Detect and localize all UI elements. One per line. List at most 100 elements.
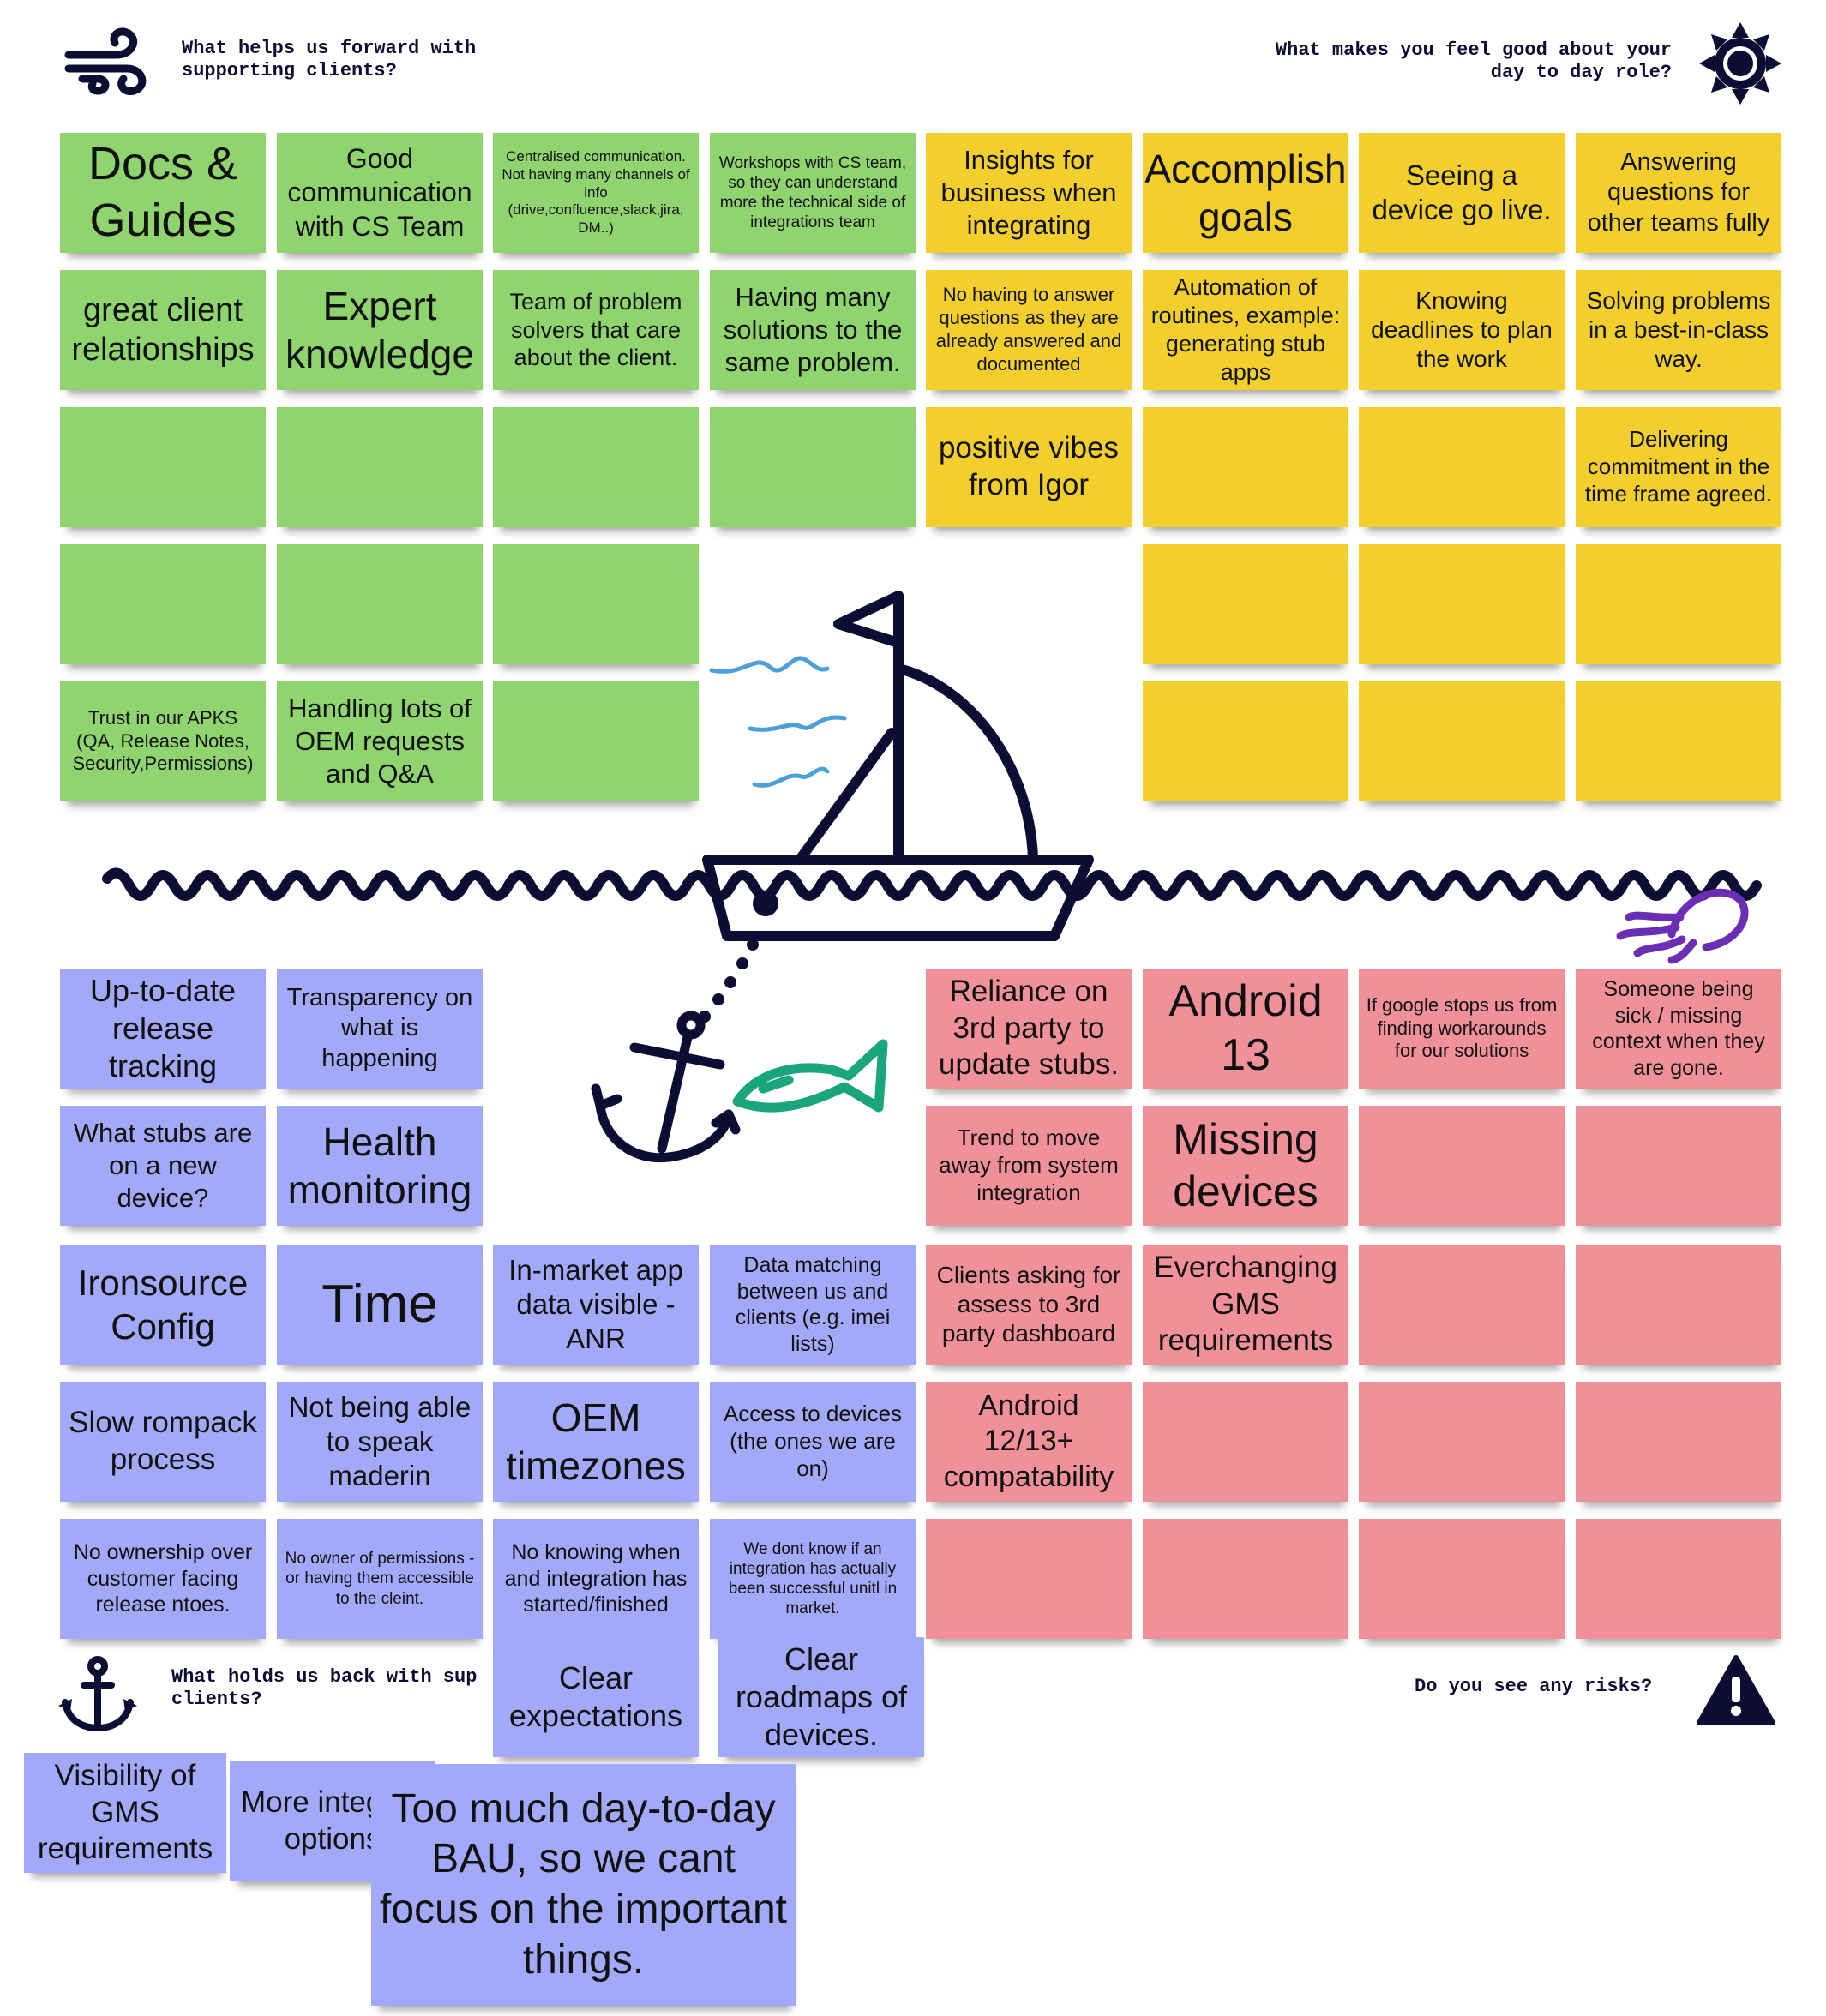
sailboat-icon [702, 591, 1094, 941]
sticky-note-blue[interactable]: Not being able to speak maderin [277, 1382, 483, 1502]
sticky-note-pink[interactable]: Clients asking for assess to 3rd party d… [926, 1245, 1132, 1365]
sticky-note-green[interactable] [277, 407, 483, 527]
sticky-note-pink[interactable] [1576, 1382, 1781, 1502]
sticky-note-text: Docs & Guides [87, 138, 238, 246]
sticky-note-text: Clients asking for assess to 3rd party d… [936, 1261, 1121, 1347]
sticky-note-green[interactable] [277, 544, 483, 664]
sticky-note-text: Ironsource Config [77, 1262, 249, 1347]
sticky-note-blue[interactable]: What stubs are on a new device? [60, 1106, 266, 1226]
sticky-note-yellow[interactable]: Seeing a device go live. [1359, 133, 1565, 253]
question-holds-back: What holds us back with sup clients? [171, 1666, 478, 1711]
sticky-note-yellow[interactable]: No having to answer questions as they ar… [926, 270, 1132, 390]
sticky-note-pink[interactable] [1359, 1382, 1565, 1502]
sticky-note-yellow[interactable] [1576, 544, 1781, 664]
sticky-note-yellow[interactable]: Delivering commitment in the time frame … [1576, 407, 1781, 527]
sticky-note-text: Delivering commitment in the time frame … [1584, 426, 1773, 507]
sticky-note-blue[interactable]: No owner of permissions - or having them… [277, 1519, 483, 1639]
sticky-note-pink[interactable]: If google stops us from finding workarou… [1359, 969, 1565, 1089]
sticky-note-green[interactable]: Good communication with CS Team [277, 133, 483, 253]
sticky-note-blue[interactable]: No knowing when and integration has star… [493, 1519, 699, 1639]
sticky-note-text: Automation of routines, example: generat… [1150, 274, 1341, 385]
sticky-note-blue[interactable]: OEM timezones [493, 1382, 699, 1502]
sticky-note-yellow[interactable] [1143, 681, 1348, 801]
sticky-note-text: What stubs are on a new device? [73, 1118, 253, 1213]
sticky-note-text: Reliance on 3rd party to update stubs. [938, 974, 1120, 1082]
sticky-note-green[interactable]: Team of problem solvers that care about … [493, 270, 699, 390]
sticky-note-text: Transparency on what is happening [286, 983, 473, 1072]
sticky-note-blue[interactable]: Up-to-date release tracking [60, 969, 266, 1089]
sticky-note-blue[interactable]: Clear roadmaps of devices. [718, 1637, 924, 1757]
sticky-note-green[interactable]: Workshops with CS team, so they can unde… [710, 133, 916, 253]
sticky-note-green[interactable]: Handling lots of OEM requests and Q&A [277, 681, 483, 801]
sticky-note-blue[interactable]: Access to devices (the ones we are on) [710, 1382, 916, 1502]
sticky-note-pink[interactable]: Android 13 [1143, 969, 1348, 1089]
squid-drawing [1616, 888, 1749, 964]
sticky-note-text: Not being able to speak maderin [288, 1390, 472, 1492]
sticky-note-green[interactable] [60, 407, 266, 527]
sticky-note-blue[interactable]: Health monitoring [277, 1106, 483, 1226]
sticky-note-text: Clear roadmaps of devices. [735, 1641, 908, 1752]
sticky-note-pink[interactable] [926, 1519, 1132, 1639]
sticky-note-pink[interactable] [1359, 1106, 1565, 1226]
sticky-note-green[interactable] [493, 544, 699, 664]
sticky-note-green[interactable]: Having many solutions to the same proble… [710, 270, 916, 390]
sticky-note-pink[interactable] [1576, 1106, 1781, 1226]
sticky-note-yellow[interactable]: positive vibes from Igor [926, 407, 1132, 527]
sticky-note-text: No having to answer questions as they ar… [935, 284, 1122, 375]
sticky-note-blue[interactable]: Transparency on what is happening [277, 969, 483, 1089]
sticky-note-pink[interactable] [1359, 1245, 1565, 1365]
sticky-note-text: Good communication with CS Team [287, 143, 472, 242]
warning-triangle-icon [1697, 1655, 1775, 1725]
sticky-note-yellow[interactable] [1576, 681, 1781, 801]
sticky-note-blue[interactable]: Visibility of GMS requirements [24, 1753, 226, 1873]
sticky-note-green[interactable]: Trust in our APKS (QA, Release Notes, Se… [60, 681, 266, 801]
sticky-note-yellow[interactable] [1143, 407, 1348, 527]
sticky-note-green[interactable] [710, 407, 916, 527]
sticky-note-blue[interactable]: Ironsource Config [60, 1245, 266, 1365]
sticky-note-blue[interactable]: We dont know if an integration has actua… [710, 1519, 916, 1639]
sticky-note-yellow[interactable]: Insights for business when integrating [926, 133, 1132, 253]
sticky-note-blue[interactable]: Slow rompack process [60, 1382, 266, 1502]
sticky-note-yellow[interactable]: Automation of routines, example: generat… [1143, 270, 1348, 390]
sticky-note-green[interactable]: Docs & Guides [60, 133, 266, 253]
sticky-note-pink[interactable] [1359, 1519, 1565, 1639]
sticky-note-text: Accomplish goals [1144, 146, 1347, 239]
sticky-note-pink[interactable]: Someone being sick / missing context whe… [1576, 969, 1781, 1089]
sticky-note-yellow[interactable]: Knowing deadlines to plan the work [1359, 270, 1565, 390]
sticky-note-pink[interactable]: Android 12/13+ compatability [926, 1382, 1132, 1502]
sticky-note-yellow[interactable] [1359, 681, 1565, 801]
sticky-note-green[interactable]: Expert knowledge [277, 270, 483, 390]
sticky-note-yellow[interactable] [1143, 544, 1348, 664]
sticky-note-blue[interactable]: Too much day-to-day BAU, so we cant focu… [371, 1764, 796, 2006]
question-risks: Do you see any risks? [1415, 1676, 1653, 1697]
sticky-note-pink[interactable] [1576, 1245, 1781, 1365]
sticky-note-yellow[interactable]: Solving problems in a best-in-class way. [1576, 270, 1781, 390]
sticky-note-blue[interactable]: In-market app data visible - ANR [493, 1245, 699, 1365]
sticky-note-pink[interactable]: Trend to move away from system integrati… [926, 1106, 1132, 1226]
sticky-note-pink[interactable]: Reliance on 3rd party to update stubs. [926, 969, 1132, 1089]
sticky-note-text: Everchanging GMS requirements [1153, 1250, 1338, 1358]
sticky-note-text: Data matching between us and clients (e.… [735, 1253, 891, 1356]
sticky-note-green[interactable]: great client relationships [60, 270, 266, 390]
sticky-note-pink[interactable]: Everchanging GMS requirements [1143, 1245, 1348, 1365]
sticky-note-yellow[interactable] [1359, 544, 1565, 664]
sticky-note-green[interactable] [493, 407, 699, 527]
sticky-note-pink[interactable] [1576, 1519, 1781, 1639]
sticky-note-pink[interactable] [1143, 1382, 1348, 1502]
sticky-note-yellow[interactable]: Answering questions for other teams full… [1576, 133, 1781, 253]
sticky-note-yellow[interactable]: Accomplish goals [1143, 133, 1348, 253]
sticky-note-text: Android 12/13+ compatability [943, 1389, 1114, 1493]
sticky-note-pink[interactable]: Missing devices [1143, 1106, 1348, 1226]
sticky-note-text: Expert knowledge [285, 283, 474, 376]
sticky-note-blue[interactable]: Clear expectations [493, 1637, 699, 1757]
sticky-note-green[interactable] [493, 681, 699, 801]
sticky-note-text: Someone being sick / missing context whe… [1592, 977, 1765, 1080]
sticky-note-pink[interactable] [1143, 1519, 1348, 1639]
sticky-note-yellow[interactable] [1359, 407, 1565, 527]
sticky-note-green[interactable] [60, 544, 266, 664]
sticky-note-blue[interactable]: Time [277, 1245, 483, 1365]
sticky-note-blue[interactable]: No ownership over customer facing releas… [60, 1519, 266, 1639]
sticky-note-blue[interactable]: Data matching between us and clients (e.… [710, 1245, 916, 1365]
sticky-note-green[interactable]: Centralised communication. Not having ma… [493, 133, 699, 253]
wind-streaks [709, 656, 847, 788]
